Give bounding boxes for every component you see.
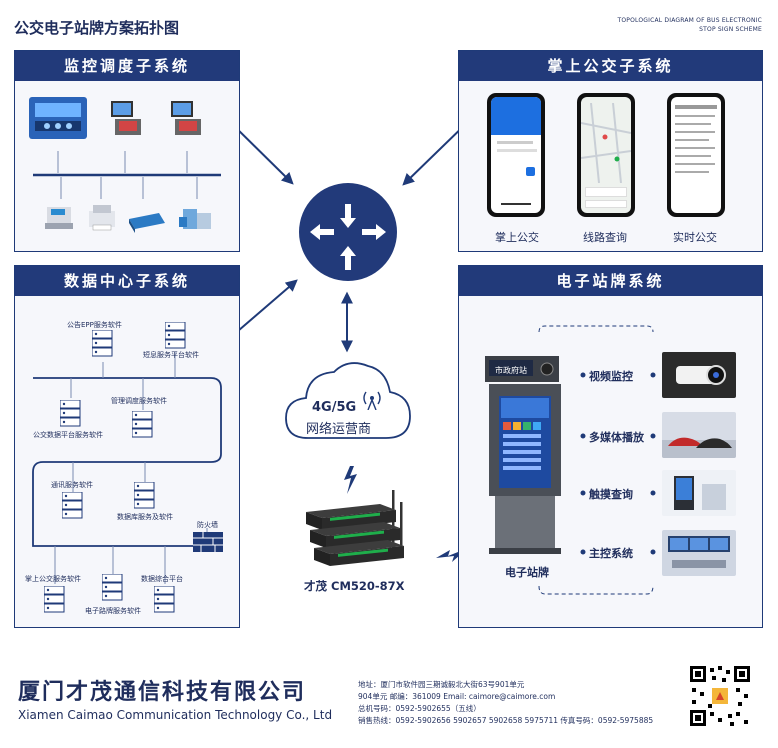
signage-panel: 电子站牌系统 市政府站 电子站牌 视频监控 多媒体播放 触摸查询 主控系: [458, 265, 763, 628]
mobile-title: 掌上公交子系统: [459, 51, 762, 81]
server-icon: [60, 400, 81, 427]
feature-touch-query: 触摸查询: [589, 488, 633, 501]
caption-realtime-bus: 实时公交: [673, 231, 717, 244]
footer-postal-email: 904单元 邮编：361009 Email: caimore@caimore.c…: [358, 692, 556, 701]
datacenter-title: 数据中心子系统: [15, 266, 239, 296]
phone-mobile-bus: [487, 93, 545, 217]
feature-video-monitoring: 视频监控: [589, 370, 633, 383]
cloud-icon: [285, 362, 411, 439]
footer: [0, 648, 778, 748]
qr-code-icon: [688, 664, 752, 728]
cloud-operator-label: 网络运营商: [306, 422, 372, 437]
scanner: [129, 213, 165, 233]
camera-thumbnail: [662, 352, 736, 398]
label-firewall: 防火墙: [197, 521, 218, 529]
caption-route-query: 线路查询: [583, 231, 627, 244]
label-dispatch-service: 管理调度服务软件: [111, 397, 167, 405]
label-database-service: 数据库服务及软件: [117, 513, 173, 521]
server-icon: [92, 330, 113, 357]
router-devices-icon: [306, 490, 404, 566]
map-icon: [581, 103, 631, 183]
antenna-icon: [363, 391, 381, 410]
phone-route-query: [577, 93, 635, 217]
server-icon: [44, 586, 65, 613]
server-icon: [132, 411, 153, 438]
footer-phone: 总机号码：0592-5902655（五线）: [358, 704, 481, 713]
lightning-cloud-router: [344, 466, 357, 494]
phone-realtime-bus: [667, 93, 725, 217]
firewall-icon: [193, 532, 223, 552]
workstation-1: [111, 101, 141, 135]
server-icon: [62, 492, 83, 519]
cloud-network-label: 4G/5G: [312, 400, 357, 415]
signage-graphics: [485, 325, 656, 595]
sign-station-label: 市政府站: [495, 366, 527, 375]
company-name-en: Xiamen Caimao Communication Technology C…: [18, 708, 333, 722]
pos-terminal: [45, 207, 73, 229]
label-sms-platform: 短息服务平台软件: [143, 351, 199, 359]
company-name-cn: 厦门才茂通信科技有限公司: [18, 680, 307, 705]
page-title: 公交电子站牌方案拓扑图: [14, 19, 180, 37]
label-data-integration: 数据综合平台: [141, 575, 183, 583]
touch-query-thumbnail: [662, 470, 736, 516]
page-subtitle-line2: STOP SIGN SCHEME: [699, 26, 762, 33]
monitoring-title: 监控调度子系统: [15, 51, 239, 81]
label-comm-service: 通讯服务软件: [51, 481, 93, 489]
server-icon: [134, 482, 155, 509]
label-bus-data-platform: 公交数据平台服务软件: [33, 431, 103, 439]
server-icon: [154, 586, 175, 613]
server-icon: [165, 322, 186, 349]
datacenter-panel: 数据中心子系统 公告EPP服务软件 短息服务平台软件 管理调度服务软件 公交数据…: [14, 265, 240, 628]
footer-address: 地址：厦门市软件园三期诚毅北大街63号901单元: [358, 680, 525, 689]
control-room-image: [29, 97, 87, 139]
feature-multimedia: 多媒体播放: [589, 431, 644, 444]
label-road-sign-service: 电子路牌服务软件: [85, 607, 141, 615]
printer: [89, 205, 115, 231]
router-hub-icon: [299, 183, 397, 281]
card-reader: [179, 209, 211, 229]
multimedia-thumbnail: [662, 412, 736, 458]
router-model-label: 才茂 CM520-87X: [304, 579, 405, 593]
server-icon: [102, 574, 123, 601]
caption-mobile-bus: 掌上公交: [495, 231, 539, 244]
e-sign-kiosk: [485, 356, 561, 554]
label-mobile-bus-service: 掌上公交服务软件: [25, 575, 81, 583]
signage-title: 电子站牌系统: [459, 266, 762, 296]
monitoring-panel: 监控调度子系统: [14, 50, 240, 252]
label-epp-service: 公告EPP服务软件: [67, 321, 122, 329]
page-subtitle: TOPOLOGICAL DIAGRAM OF BUS ELECTRONIC ST…: [612, 16, 762, 34]
footer-hotline: 销售热线：0592-5902656 5902657 5902658 597571…: [358, 716, 654, 725]
feature-master-control: 主控系统: [589, 547, 633, 560]
workstation-2: [171, 101, 201, 135]
page-subtitle-line1: TOPOLOGICAL DIAGRAM OF BUS ELECTRONIC: [617, 17, 762, 24]
datacenter-topology: [32, 352, 223, 584]
mobile-panel: 掌上公交子系统: [458, 50, 763, 252]
control-room-thumbnail: [662, 530, 736, 576]
monitoring-topology: [29, 97, 221, 233]
e-sign-caption: 电子站牌: [505, 566, 549, 579]
